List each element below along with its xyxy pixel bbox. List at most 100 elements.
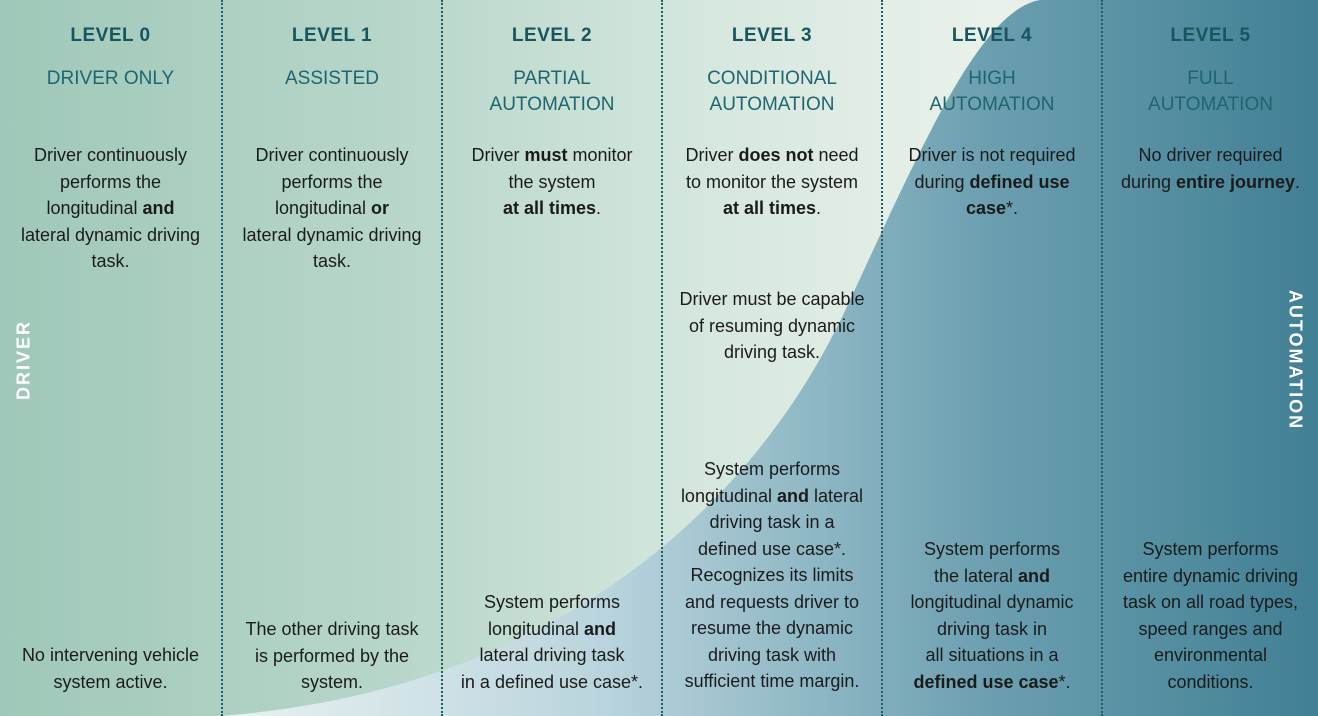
text-line: is performed by the: [254, 645, 410, 666]
text-line: to monitor the system: [685, 171, 859, 192]
level-3-column: LEVEL 3 CONDITIONAL AUTOMATION Driver doe…: [661, 0, 881, 716]
text-line: driving task with: [707, 644, 837, 665]
text-line: System performs: [1142, 539, 1279, 559]
level-name: HIGH AUTOMATION: [883, 66, 1101, 118]
level-heading: LEVEL 4: [951, 25, 1033, 46]
text-line: Driver continuously: [255, 145, 409, 165]
automation-curve: [220, 0, 1318, 716]
text-line: resume the dynamic: [690, 618, 854, 638]
level-heading: LEVEL 1: [291, 25, 373, 46]
text-line: No driver required: [1138, 145, 1283, 165]
text-line: HIGH: [968, 68, 1016, 89]
system-text: System performs longitudinal and lateral d…: [445, 589, 659, 695]
driver-text: Driver does not need to monitor the syste…: [665, 142, 879, 222]
level-heading: LEVEL 3: [731, 25, 813, 46]
text-line: System performs: [923, 539, 1061, 559]
resume-capability-text: Driver must be capable of resuming dynami…: [665, 286, 879, 366]
text-line: Driver continuously: [33, 145, 188, 165]
text-line: case*.: [965, 198, 1019, 218]
text-line: longitudinal dynamic: [910, 592, 1074, 612]
text-line: System performs: [483, 592, 621, 612]
text-line: longitudinal and lateral: [680, 485, 864, 506]
text-line: driving task in a: [709, 512, 835, 532]
level-name: CONDITIONAL AUTOMATION: [663, 66, 881, 118]
text-line: AUTOMATION: [489, 94, 615, 115]
text-line: speed ranges and: [1138, 618, 1283, 639]
level-name: FULL AUTOMATION: [1103, 66, 1318, 118]
text-line: during defined use: [914, 171, 1070, 192]
text-line: entire dynamic driving: [1122, 565, 1299, 586]
system-text: System performs longitudinal and lateral d…: [665, 456, 879, 695]
driver-side-label: DRIVER: [13, 319, 34, 401]
system-text: No intervening vehicle system active.: [2, 642, 219, 695]
text-line: environmental: [1153, 645, 1268, 665]
text-line: driving task.: [723, 342, 821, 362]
driver-text: No driver required during entire journey.: [1105, 142, 1316, 195]
text-line: in a defined use case*.: [460, 671, 644, 692]
system-text: System performs entire dynamic driving tas…: [1105, 536, 1316, 695]
level-heading: LEVEL 0: [70, 25, 151, 46]
text-line: and requests driver to: [684, 591, 860, 612]
text-line: at all times.: [722, 198, 822, 218]
text-line: DRIVER ONLY: [46, 68, 175, 89]
text-line: conditions.: [1167, 671, 1254, 692]
driver-text: Driver must monitor the system at all time…: [445, 142, 659, 222]
text-line: task.: [91, 251, 130, 271]
driver-text: Driver continuously performs the longitudi…: [225, 142, 439, 275]
text-line: Recognizes its limits: [690, 565, 854, 585]
text-line: at all times.: [502, 198, 602, 218]
text-line: PARTIAL: [513, 68, 591, 89]
driver-text: Driver is not required during defined use…: [885, 142, 1099, 222]
text-line: Driver is not required: [908, 145, 1076, 165]
text-line: lateral dynamic driving: [242, 224, 422, 245]
level-4-column: LEVEL 4 HIGH AUTOMATION Driver is not req…: [881, 0, 1101, 716]
text-line: system active.: [53, 671, 168, 692]
level-name: ASSISTED: [223, 66, 441, 92]
text-line: all situations in a: [925, 645, 1059, 665]
level-5-column: LEVEL 5 FULL AUTOMATION No driver require…: [1101, 0, 1318, 716]
text-line: during entire journey.: [1120, 171, 1301, 192]
text-line: longitudinal or: [274, 198, 390, 218]
text-line: performs the: [59, 171, 162, 192]
text-line: driving task in: [936, 618, 1048, 639]
level-heading: LEVEL 5: [1170, 25, 1251, 46]
text-line: No intervening vehicle: [21, 645, 200, 665]
text-line: CONDITIONAL: [707, 68, 837, 89]
level-0-column: LEVEL 0 DRIVER ONLY Driver continuously p…: [0, 0, 221, 716]
text-line: Driver must be capable: [679, 289, 865, 309]
text-line: FULL: [1187, 68, 1234, 89]
text-line: system.: [300, 672, 363, 692]
text-line: ASSISTED: [285, 68, 379, 89]
text-line: lateral driving task: [479, 645, 625, 665]
level-name: DRIVER ONLY: [0, 66, 221, 92]
text-line: longitudinal and: [487, 618, 617, 639]
text-line: Driver must monitor: [471, 145, 633, 165]
text-line: The other driving task: [245, 619, 419, 639]
text-line: task on all road types,: [1122, 592, 1299, 612]
system-text: The other driving task is performed by th…: [225, 616, 439, 696]
text-line: AUTOMATION: [1148, 94, 1273, 115]
text-line: longitudinal and: [46, 198, 175, 218]
level-2-column: LEVEL 2 PARTIAL AUTOMATION Driver must mo…: [441, 0, 661, 716]
level-heading: LEVEL 2: [511, 25, 593, 46]
text-line: defined use case*.: [913, 671, 1071, 692]
driver-text: Driver continuously performs the longitudi…: [2, 142, 219, 275]
text-line: AUTOMATION: [929, 94, 1055, 115]
text-line: Driver does not need: [685, 145, 859, 165]
level-name: PARTIAL AUTOMATION: [443, 66, 661, 118]
text-line: lateral dynamic driving: [20, 224, 201, 245]
system-text: System performs the lateral and longitudin…: [885, 536, 1099, 695]
text-line: sufficient time margin.: [684, 671, 860, 691]
text-line: the lateral and: [933, 565, 1051, 586]
level-1-column: LEVEL 1 ASSISTED Driver continuously perf…: [221, 0, 441, 716]
text-line: defined use case*.: [697, 538, 847, 559]
text-line: the system: [508, 171, 596, 192]
text-line: performs the: [281, 171, 383, 192]
text-line: task.: [312, 251, 351, 271]
text-line: AUTOMATION: [709, 94, 835, 115]
text-line: System performs: [703, 459, 841, 479]
text-line: of resuming dynamic: [688, 315, 856, 336]
automation-side-label: AUTOMATION: [1285, 289, 1306, 431]
